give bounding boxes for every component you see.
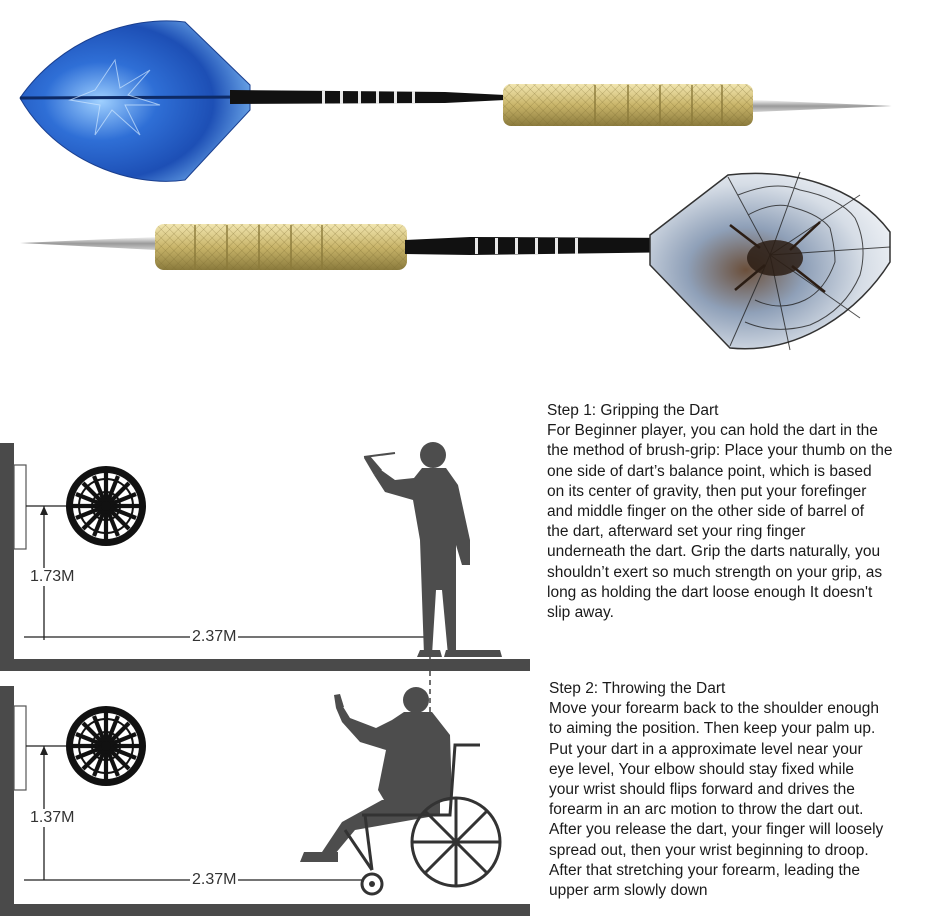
step2-line: Move your forearm back to the shoulder e… [549, 700, 879, 718]
step2-line: After you release the dart, your finger … [549, 821, 884, 839]
step1-line: shouldn’t exert so much strength on your… [547, 563, 883, 581]
distance-label-wheelchair: 2.37M [190, 871, 239, 889]
step1-line: and middle finger on the other side of b… [547, 503, 865, 521]
step1-line: on its center of gravity, then put your … [547, 482, 867, 500]
step2-line: Put your dart in a approximate level nea… [549, 740, 863, 758]
height-label-standing: 1.73M [28, 568, 77, 586]
wheelchair-player-icon [300, 687, 502, 896]
step1-title: Step 1: Gripping the Dart [547, 402, 719, 419]
step1-line: For Beginner player, you can hold the da… [547, 422, 878, 440]
step2-line: After that stretching your forearm, lead… [549, 861, 861, 879]
blue-flight [19, 20, 251, 182]
dartboard-icon [66, 466, 146, 546]
dartboard-icon [66, 706, 146, 786]
step1-line: the method of brush-grip: Place your thu… [547, 442, 893, 460]
step1-line: one side of dart’s balance point, which … [547, 462, 872, 480]
step2-line: your wrist should flips forward and driv… [549, 781, 855, 799]
step2-title: Step 2: Throwing the Dart [549, 680, 726, 697]
dart-spider-flight-icon [20, 171, 891, 351]
standing-diagram [0, 442, 530, 780]
dart-blue-flight-icon [19, 20, 892, 182]
wheelchair-diagram [0, 686, 530, 916]
distance-label-standing: 2.37M [190, 628, 239, 646]
height-label-wheelchair: 1.37M [28, 809, 77, 827]
step1-line: underneath the dart. Grip the darts natu… [547, 543, 881, 561]
step1-line: the dart, afterward set your ring finger [547, 523, 806, 541]
step2-line: spread out, then your wrist beginning to… [549, 841, 869, 859]
step1-line: long as holding the dart loose enough It… [547, 583, 873, 601]
step2-line: to aiming the position. Then keep your p… [549, 720, 876, 738]
step1-line: slip away. [547, 604, 614, 622]
step1-text: Step 1: Gripping the Dart For Beginner p… [547, 401, 893, 623]
step2-line: eye level, Your elbow should stay fixed … [549, 760, 855, 778]
step2-line: forearm in an arc motion to throw the da… [549, 801, 864, 819]
step2-text: Step 2: Throwing the Dart Move your fore… [549, 679, 883, 901]
step2-line: upper arm slowly down [549, 882, 708, 900]
standing-player-icon [363, 442, 502, 657]
